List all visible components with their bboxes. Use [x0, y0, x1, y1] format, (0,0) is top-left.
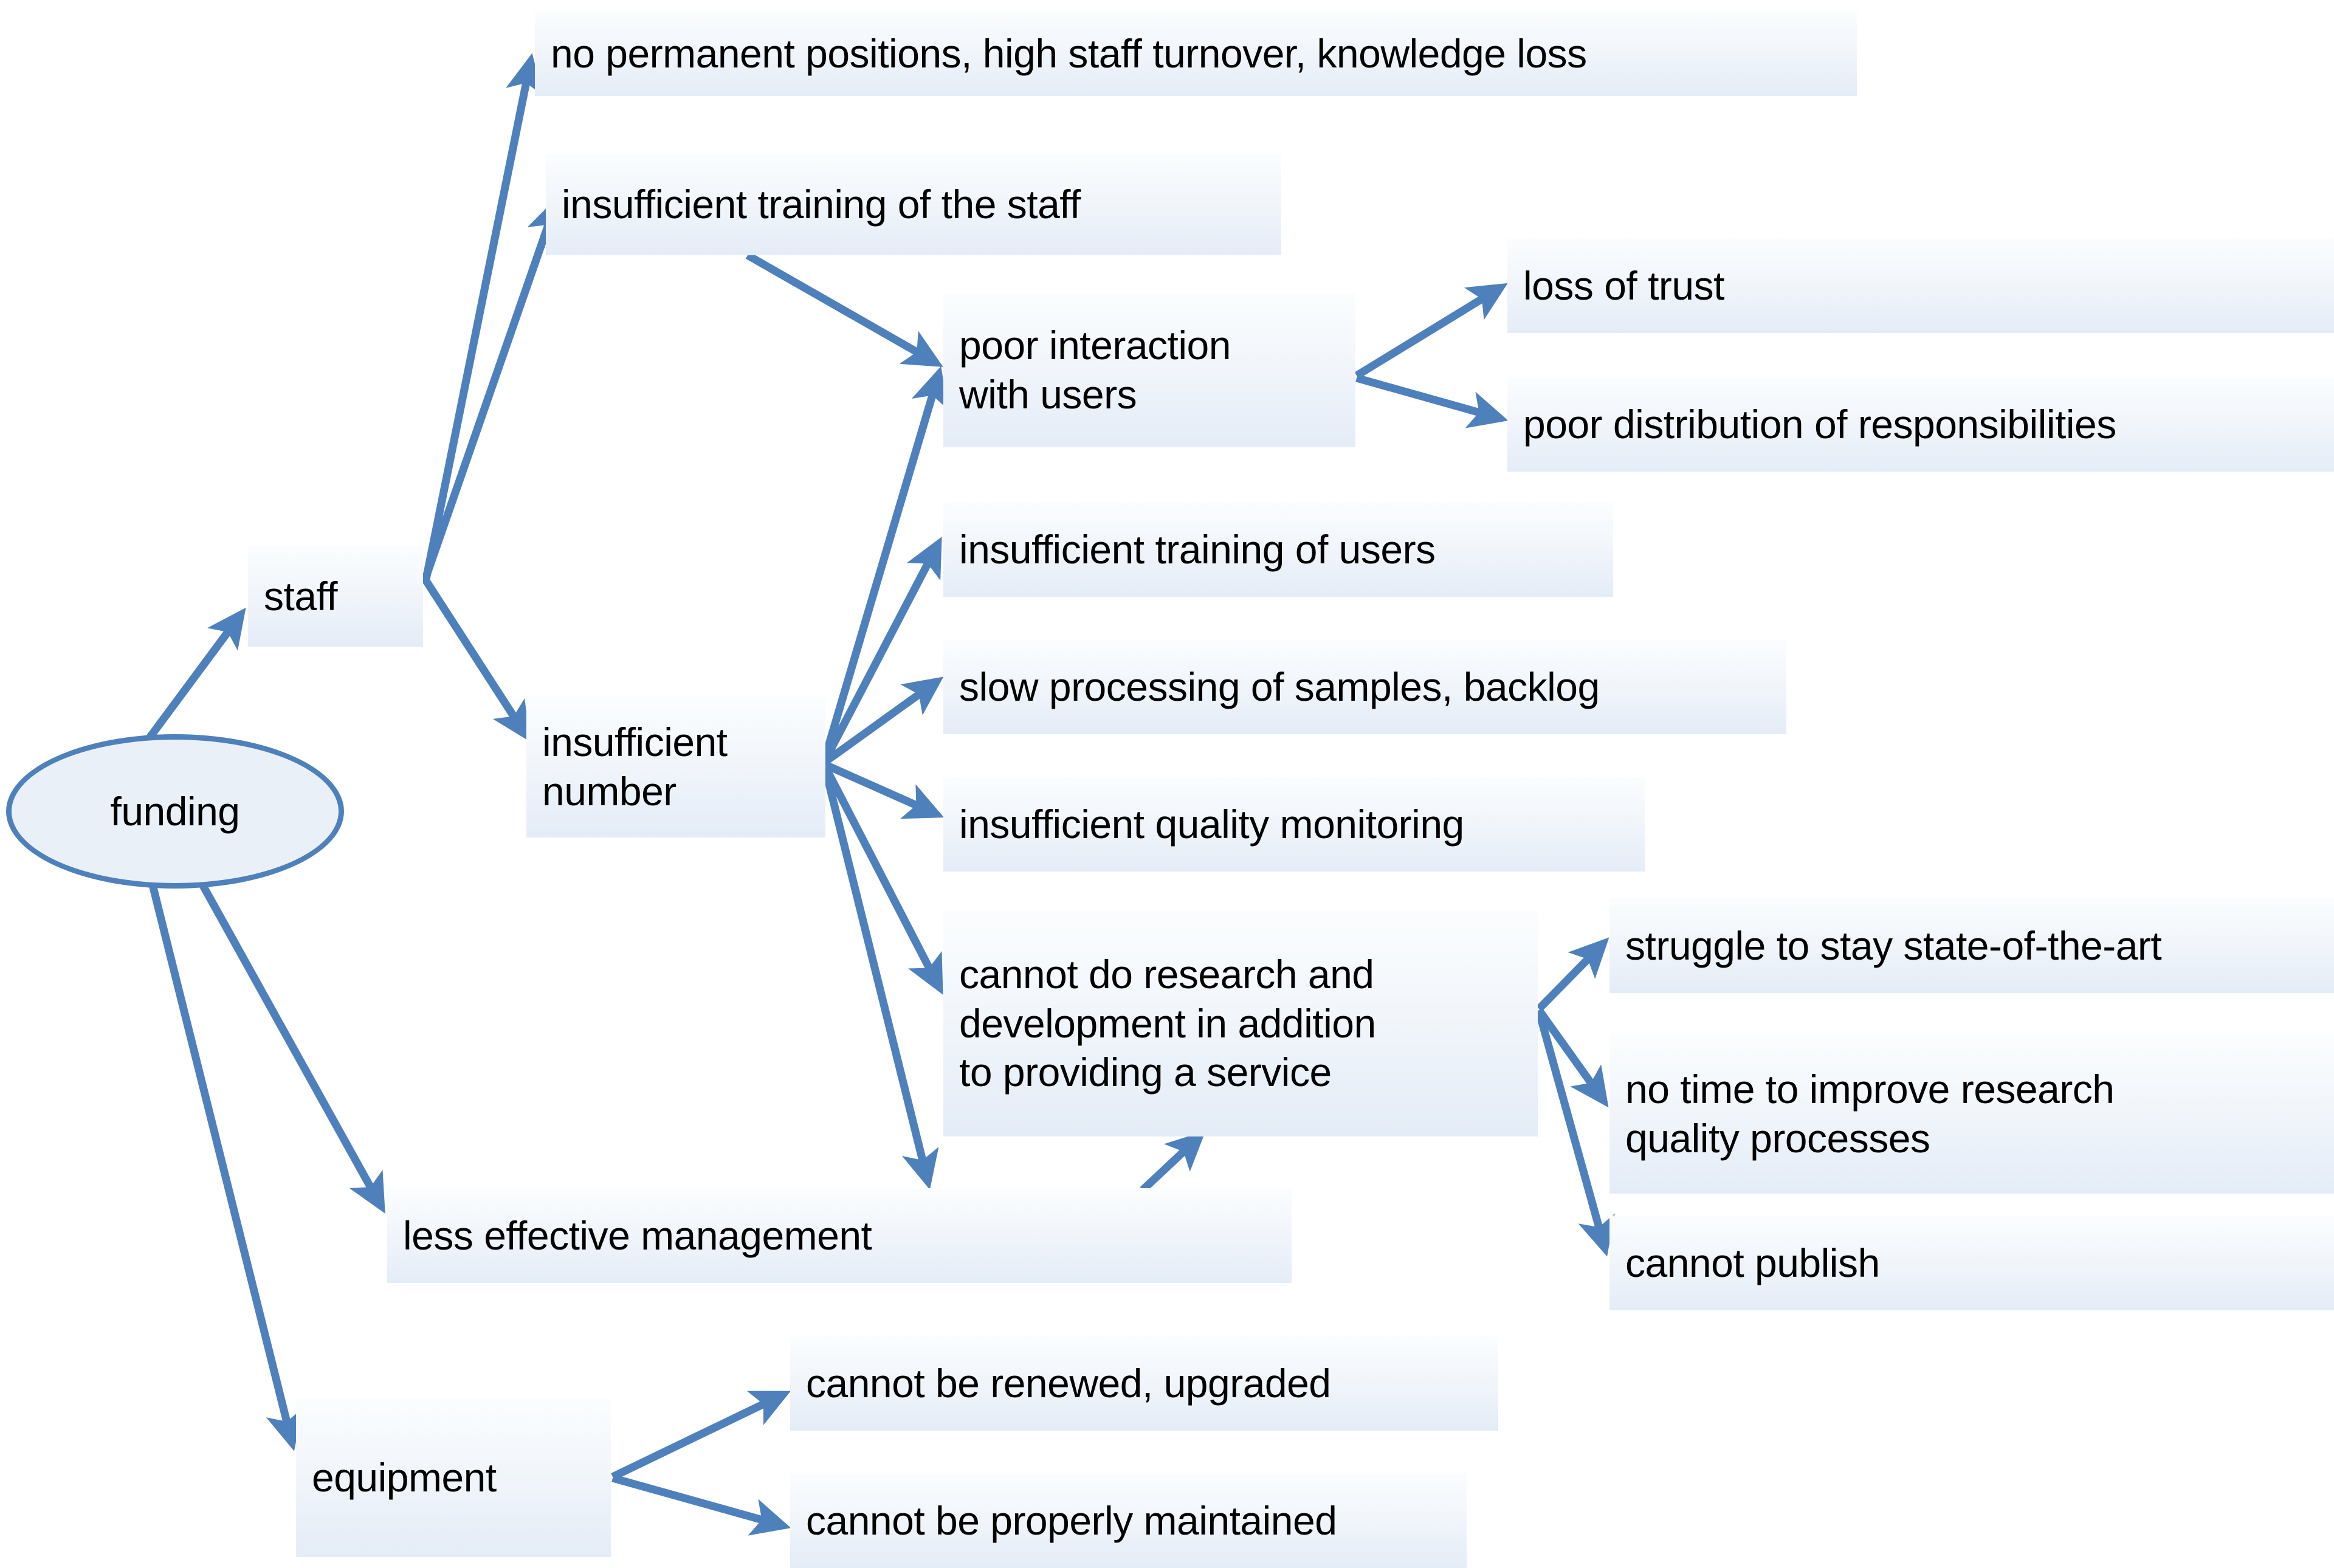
- node-label: poor interaction with users: [959, 323, 1231, 417]
- edge-number-slow-processing: [822, 676, 944, 766]
- edge-poor-interaction-loss-trust: [1354, 283, 1508, 379]
- node-poor-distribution[interactable]: poor distribution of responsibilities: [1507, 377, 2334, 472]
- edge-research-cannot-publish: [1535, 1010, 1615, 1257]
- node-cannot-publish[interactable]: cannot publish: [1609, 1216, 2334, 1310]
- node-cannot-maintain[interactable]: cannot be properly maintained: [790, 1473, 1467, 1568]
- edge-funding-equipment: [148, 881, 303, 1451]
- node-label: cannot do research and development in ad…: [959, 952, 1376, 1095]
- node-less-effective[interactable]: less effective management: [387, 1188, 1292, 1283]
- node-label: poor distribution of responsibilities: [1523, 401, 2116, 447]
- node-funding[interactable]: funding: [6, 734, 344, 889]
- node-insuff-number[interactable]: insufficient number: [526, 696, 825, 837]
- node-label: funding: [110, 788, 240, 834]
- node-label: insufficient quality monitoring: [959, 801, 1464, 847]
- edge-staff-insufficient-number: [422, 577, 531, 742]
- edge-number-cannot-research: [821, 764, 943, 995]
- node-label: no permanent positions, high staff turno…: [551, 30, 1587, 76]
- node-label: no time to improve research quality proc…: [1625, 1067, 2115, 1161]
- edge-number-less-effective: [821, 766, 939, 1190]
- node-label: equipment: [312, 1454, 497, 1500]
- node-label: struggle to stay state-of-the-art: [1625, 923, 2162, 968]
- edge-funding-staff: [142, 607, 246, 745]
- node-no-time-improve[interactable]: no time to improve research quality proc…: [1609, 1034, 2334, 1194]
- edge-funding-less-effective: [197, 879, 385, 1214]
- edge-number-quality-monitoring: [823, 761, 945, 819]
- edge-research-struggle-sota: [1536, 937, 1609, 1012]
- edge-staff-insufficient-training: [422, 196, 563, 577]
- node-insuff-training-users[interactable]: insufficient training of users: [943, 502, 1613, 597]
- node-no-permanent[interactable]: no permanent positions, high staff turno…: [535, 11, 1857, 96]
- node-label: insufficient training of the staff: [562, 181, 1081, 227]
- node-label: staff: [264, 573, 338, 619]
- node-cannot-do-research[interactable]: cannot do research and development in ad…: [943, 910, 1538, 1136]
- node-loss-of-trust[interactable]: loss of trust: [1507, 238, 2334, 333]
- node-insuff-training-staff[interactable]: insufficient training of the staff: [546, 153, 1281, 255]
- edge-research-no-time: [1535, 1008, 1609, 1108]
- node-label: loss of trust: [1523, 263, 1724, 308]
- node-staff[interactable]: staff: [248, 546, 423, 647]
- node-label: cannot be properly maintained: [806, 1498, 1337, 1543]
- node-equipment[interactable]: equipment: [296, 1398, 611, 1557]
- node-label: insufficient training of users: [959, 526, 1436, 572]
- edge-number-training-users: [821, 537, 942, 763]
- node-poor-interaction[interactable]: poor interaction with users: [943, 293, 1355, 447]
- edge-equipment-cannot-maintain: [611, 1474, 791, 1536]
- edge-staff-no-permanent: [421, 53, 543, 583]
- edge-number-poor-interaction: [821, 366, 948, 760]
- edge-training-staff-poor-interaction: [745, 252, 943, 367]
- node-label: cannot publish: [1625, 1240, 1880, 1285]
- node-slow-processing[interactable]: slow processing of samples, backlog: [943, 639, 1786, 734]
- node-label: less effective management: [403, 1212, 872, 1258]
- node-label: insufficient number: [542, 720, 728, 814]
- edge-equipment-cannot-renew: [611, 1391, 791, 1480]
- node-struggle-sota[interactable]: struggle to stay state-of-the-art: [1609, 898, 2334, 993]
- edge-less-effective-cannot-research: [1140, 1130, 1206, 1193]
- node-cannot-renew[interactable]: cannot be renewed, upgraded: [790, 1336, 1498, 1431]
- node-label: slow processing of samples, backlog: [959, 664, 1600, 709]
- node-label: cannot be renewed, upgraded: [806, 1360, 1331, 1406]
- node-insuff-quality[interactable]: insufficient quality monitoring: [943, 777, 1645, 872]
- edge-poor-interaction-poor-dist: [1355, 374, 1509, 428]
